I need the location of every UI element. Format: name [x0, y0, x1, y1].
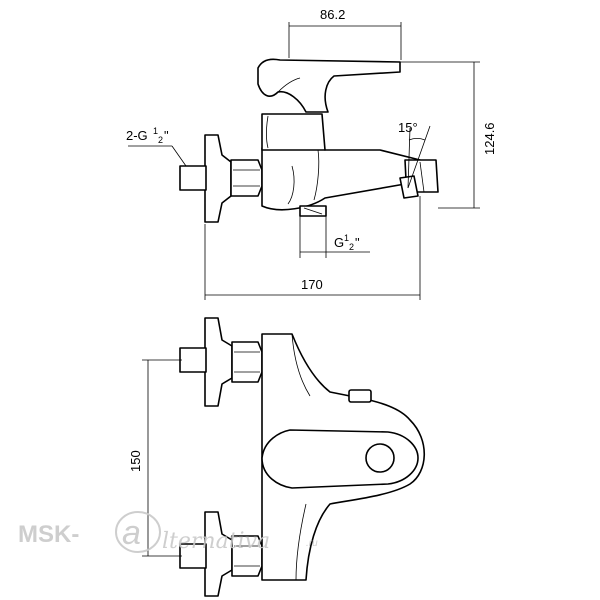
- outlet-thread-prefix: G: [334, 235, 344, 250]
- side-view: 86.2 124.6 15° 2-G 1 2 " G 1 2 ": [126, 7, 497, 300]
- angle-line: [407, 125, 431, 189]
- front-bottom-flange: [204, 511, 233, 597]
- side-inlet-pipe: [179, 165, 207, 191]
- watermark: MSK- a lternativa .ru: [18, 511, 318, 554]
- side-mixer-body: [261, 141, 421, 211]
- outlet-thread-label: G 1 2 ": [334, 233, 360, 252]
- watermark-at-icon: a: [115, 511, 161, 553]
- outlet-thread-sub: 2: [349, 242, 354, 252]
- dim-spout-angle-label: 15°: [398, 120, 418, 135]
- watermark-brand-script: lternativa: [162, 529, 270, 554]
- inlet-leader-d: [171, 145, 187, 167]
- front-top-inlet-pipe: [179, 347, 207, 373]
- body-contour-line: [287, 165, 295, 205]
- side-cartridge: [261, 113, 326, 151]
- side-hex-nut: [230, 159, 263, 197]
- dim-handle-width-label: 86.2: [320, 7, 345, 22]
- watermark-brand-left: MSK-: [18, 521, 79, 548]
- spout-facet-line: [419, 161, 425, 193]
- front-top-flange: [204, 317, 233, 407]
- outlet-thread-suffix: ": [355, 235, 360, 250]
- svg-text:a: a: [122, 514, 141, 552]
- cartridge-contour: [266, 115, 269, 149]
- inlet-thread-label: 2-G 1 2 ": [126, 126, 169, 145]
- front-body-contour: [295, 503, 307, 581]
- front-top-hex-nut: [231, 341, 263, 383]
- outlet-hatch: [303, 207, 323, 215]
- inlet-thread-sup: 1: [153, 126, 158, 136]
- lever-contour: [277, 77, 301, 93]
- outlet-thread-sup: 1: [344, 233, 349, 243]
- front-diverter-knob: [348, 389, 372, 403]
- angle-ref-line: [407, 127, 411, 189]
- inlet-thread-suffix: ": [164, 128, 169, 143]
- front-body-contour: [291, 333, 311, 397]
- side-aerator: [399, 175, 419, 199]
- watermark-brand-tld: .ru: [306, 538, 318, 549]
- dim-inlet-spacing-label: 150: [128, 450, 143, 472]
- front-bottom-inlet-pipe: [179, 543, 207, 569]
- inlet-thread-sub: 2: [158, 135, 163, 145]
- dim-overall-length-label: 170: [301, 277, 323, 292]
- front-view: 150: [128, 317, 426, 597]
- angle-arc: [408, 138, 426, 141]
- body-contour-line: [313, 149, 320, 201]
- inlet-thread-prefix: 2-G: [126, 128, 148, 143]
- dim-overall-height-label: 124.6: [482, 122, 497, 155]
- side-lever-handle: [257, 58, 401, 113]
- side-wall-flange: [204, 134, 232, 223]
- front-lever-hub: [365, 443, 395, 473]
